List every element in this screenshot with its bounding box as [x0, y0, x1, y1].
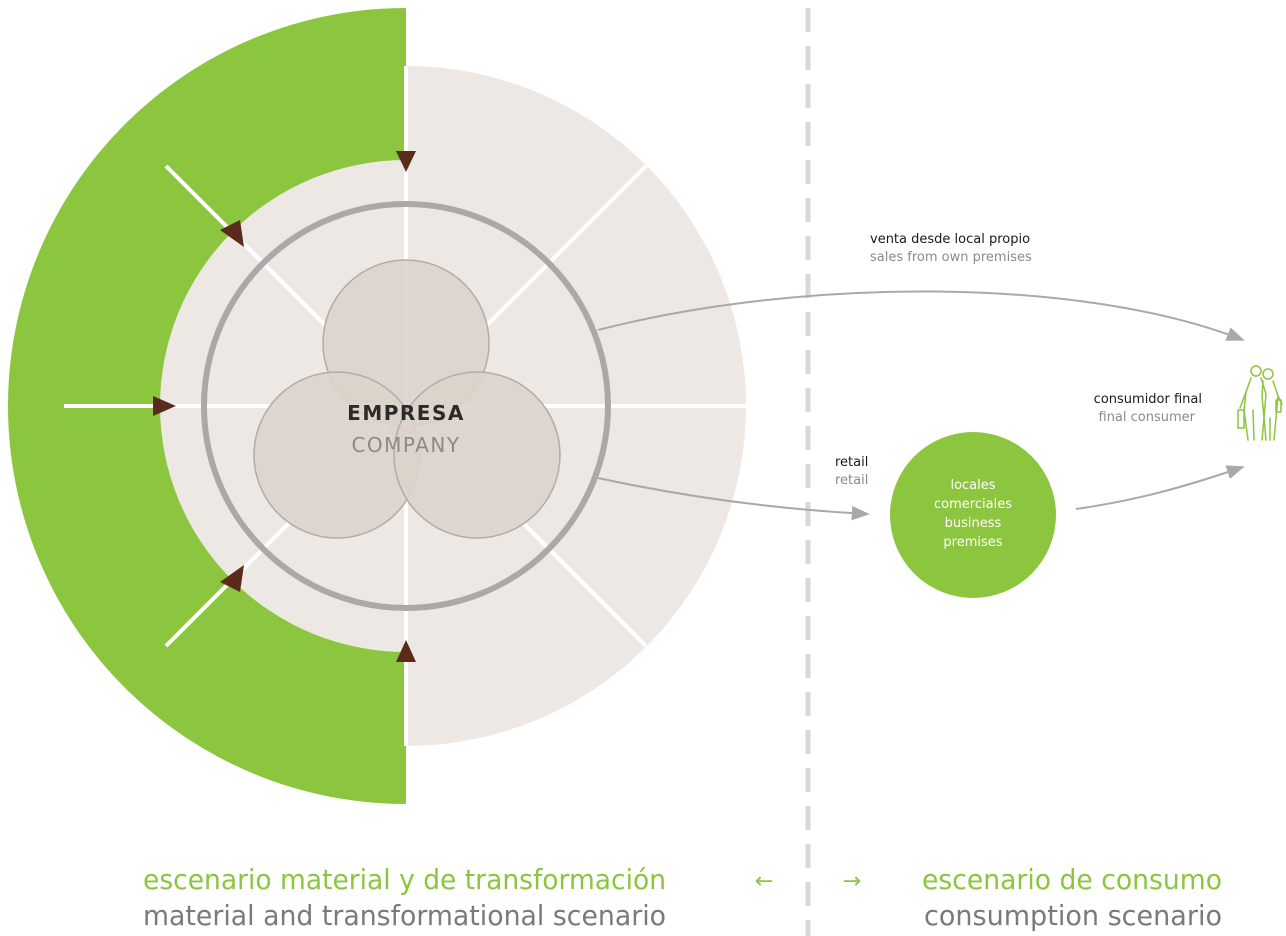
company-ring — [201, 201, 611, 611]
inflow-arrow-left-icon — [153, 396, 176, 416]
premises-line-1: locales — [950, 478, 995, 493]
inflow-arrow-top-icon — [396, 151, 416, 172]
own-premises-label-en: sales from own premises — [870, 250, 1032, 265]
consumption-scenario-title-es: escenario de consumo — [922, 863, 1222, 896]
venn-circle-right — [393, 371, 561, 539]
inflow-arrow-bottom-icon — [396, 640, 416, 662]
business-premises-label: locales comerciales business premises — [934, 478, 1012, 550]
material-scenario-title-en: material and transformational scenario — [143, 899, 666, 932]
premises-line-3: business — [945, 516, 1002, 531]
inflow-arrow-bottomleft-icon — [220, 565, 244, 592]
company-label-es: EMPRESA — [347, 401, 465, 425]
premises-line-4: premises — [943, 535, 1002, 550]
retail-flow-arrow — [597, 477, 870, 521]
consumption-scenario-title-en: consumption scenario — [924, 899, 1222, 932]
business-premises-circle — [890, 432, 1056, 598]
shopping-couple-icon — [1237, 365, 1283, 441]
own-premises-flow-arrow — [597, 290, 1245, 341]
company-venn — [253, 259, 561, 539]
inflow-arrow-topleft-icon — [220, 220, 244, 247]
premises-line-2: comerciales — [934, 497, 1012, 512]
premises-to-consumer-arrow — [1075, 465, 1245, 510]
retail-label-en: retail — [835, 473, 868, 488]
arrow-right-icon: → — [843, 869, 861, 894]
consumer-label-es: consumidor final — [1094, 392, 1202, 407]
company-label-en: COMPANY — [351, 433, 460, 457]
retail-label-es: retail — [835, 455, 868, 470]
consumer-label-en: final consumer — [1099, 410, 1196, 425]
own-premises-label-es: venta desde local propio — [870, 232, 1030, 247]
arrow-left-icon: ← — [755, 869, 773, 894]
material-scenario-title-es: escenario material y de transformación — [143, 863, 666, 896]
